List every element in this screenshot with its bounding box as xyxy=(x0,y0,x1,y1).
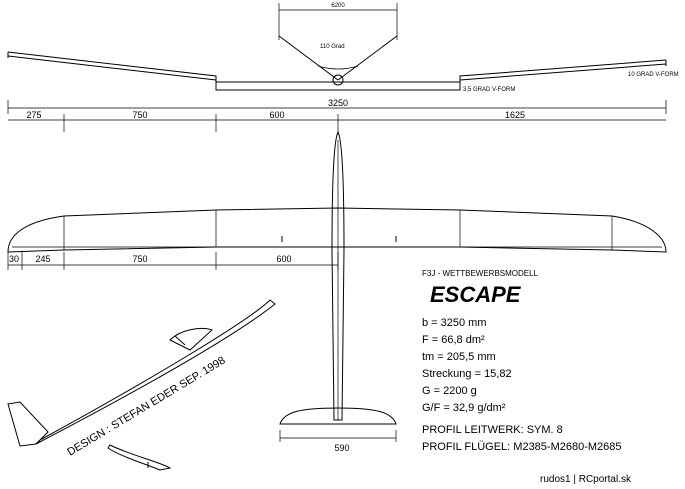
watermark-credit: rudos1 | RCportal.sk xyxy=(540,474,632,485)
dim-segment-1: 275 xyxy=(26,110,41,120)
spec-line-4: Streckung = 15,82 xyxy=(422,368,512,380)
wing-dim-3: 750 xyxy=(132,254,147,264)
spec-line-5: G = 2200 g xyxy=(422,385,477,397)
top-view: 590 xyxy=(7,130,667,453)
front-span-label: 6200 xyxy=(331,3,345,9)
spec-line-2: F = 66,8 dm² xyxy=(422,334,485,346)
dihedral-outer-label: 10 GRAD V-FORM xyxy=(628,72,679,78)
design-credit: DESIGN : STEFAN EDER SEP. 1998 xyxy=(65,355,227,459)
dim-segment-2: 750 xyxy=(132,110,147,120)
spec-line-3: tm = 205,5 mm xyxy=(422,351,496,363)
model-subtitle: F3J - WETTBEWERBSMODELL xyxy=(422,269,539,278)
dihedral-inner-label: 3,5 GRAD V-FORM xyxy=(463,87,515,93)
model-title: ESCAPE xyxy=(430,282,522,307)
wing-dimensions: 30 245 750 600 xyxy=(7,252,339,270)
dim-segment-4: 1625 xyxy=(505,110,525,120)
spec-line-6: G/F = 32,9 g/dm² xyxy=(422,402,506,414)
title-block: F3J - WETTBEWERBSMODELL ESCAPE b = 3250 … xyxy=(422,269,622,453)
total-span-label: 3250 xyxy=(328,98,348,108)
dim-segment-3: 600 xyxy=(269,110,284,120)
wing-dim-4: 600 xyxy=(276,254,291,264)
spec-line-1: b = 3250 mm xyxy=(422,317,487,329)
profile-wing: PROFIL FLÜGEL: M2385-M2680-M2685 xyxy=(422,441,622,453)
angle-label: 110 Grad xyxy=(320,44,345,50)
profile-tail: PROFIL LEITWERK: SYM. 8 xyxy=(422,424,563,436)
front-view: 6200 110 Grad 3,5 GRAD V-FORM 10 GRAD V-… xyxy=(7,3,679,93)
perspective-sketch: DESIGN : STEFAN EDER SEP. 1998 xyxy=(7,299,276,471)
tail-span-label: 590 xyxy=(334,443,349,453)
wing-dim-1: 30 xyxy=(9,254,19,264)
wing-dim-2: 245 xyxy=(35,254,50,264)
top-dimensions: 3250 275 750 600 1625 xyxy=(7,98,667,132)
